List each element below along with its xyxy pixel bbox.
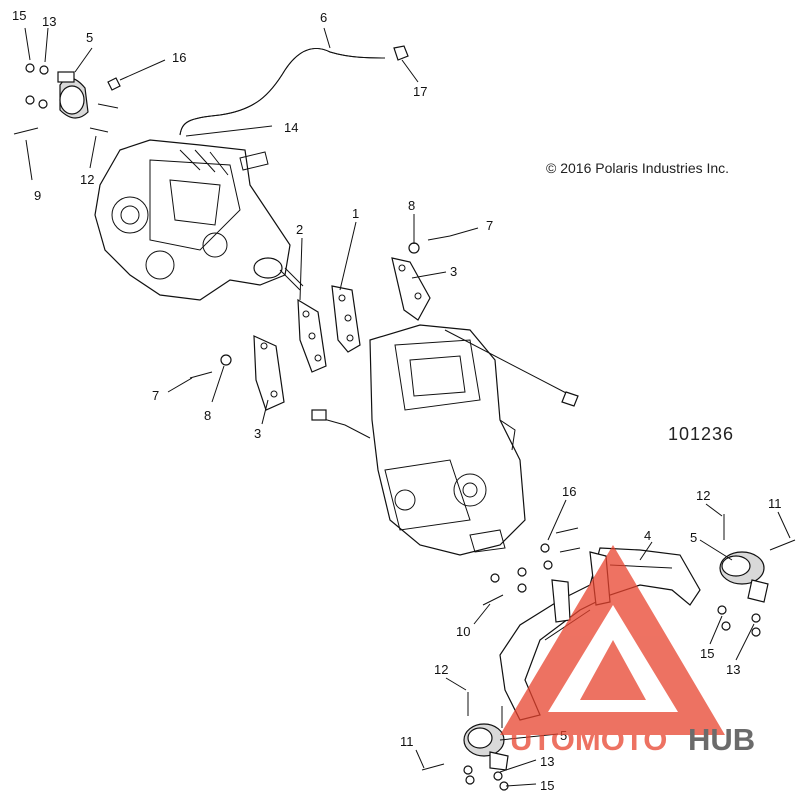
callout-1: 1	[352, 206, 359, 221]
engine-mount-upper-left	[57, 71, 89, 119]
sensor-wire	[319, 417, 371, 439]
callout-8-upper: 8	[408, 198, 415, 213]
callout-15-bottom: 15	[540, 778, 554, 793]
callout-labels: 15 13 5 16 9 12 6 17 14 2 1 8 7 3 7 8 3 …	[12, 8, 782, 793]
callout-5-bottom: 5	[560, 728, 567, 743]
callout-14: 14	[284, 120, 298, 135]
engine-mount-right	[717, 514, 796, 637]
callout-13-right: 13	[726, 662, 740, 677]
transmission-drawing	[94, 139, 304, 301]
watermark-text-automoto: UTOMOTO	[510, 722, 667, 757]
callout-16-right: 16	[562, 484, 576, 499]
callout-3-upper: 3	[450, 264, 457, 279]
callout-16-top-left: 16	[172, 50, 186, 65]
callout-12-bottom: 12	[434, 662, 448, 677]
callout-13-top-left: 13	[42, 14, 56, 29]
callout-4: 4	[644, 528, 651, 543]
callout-12-right: 12	[696, 488, 710, 503]
callout-15-top-left: 15	[12, 8, 26, 23]
callout-8-lower: 8	[204, 408, 211, 423]
frame-fasteners	[482, 527, 581, 606]
callout-2: 2	[296, 222, 303, 237]
watermark-text-hub: HUB	[688, 722, 755, 757]
leader-lines	[24, 27, 791, 787]
callout-10: 10	[456, 624, 470, 639]
watermark-triangle-icon	[500, 545, 725, 735]
callout-15-right: 15	[700, 646, 714, 661]
callout-5-right: 5	[690, 530, 697, 545]
engine-mount-bottom	[421, 692, 509, 791]
figure-number: 101236	[668, 424, 735, 444]
callout-3-lower: 3	[254, 426, 261, 441]
fasteners-upper-left	[13, 45, 409, 135]
callout-7-lower: 7	[152, 388, 159, 403]
engine-drawing	[369, 324, 526, 556]
callout-6: 6	[320, 10, 327, 25]
bracket-fasteners	[189, 235, 451, 379]
callout-11-bottom: 11	[400, 734, 414, 749]
engine-cable	[444, 329, 571, 396]
callout-5-top-left: 5	[86, 30, 93, 45]
watermark-inner-triangle-icon	[580, 640, 646, 700]
callout-13-bottom: 13	[540, 754, 554, 769]
callout-11-right: 11	[768, 496, 782, 511]
mount-brackets	[253, 257, 431, 411]
copyright-notice: © 2016 Polaris Industries Inc.	[546, 160, 730, 176]
callout-7-upper: 7	[486, 218, 493, 233]
callout-17: 17	[413, 84, 427, 99]
callout-9: 9	[34, 188, 41, 203]
shift-cable	[179, 47, 386, 136]
callout-12-top-left: 12	[80, 172, 94, 187]
automotohub-watermark: UTOMOTO HUB	[500, 545, 755, 757]
